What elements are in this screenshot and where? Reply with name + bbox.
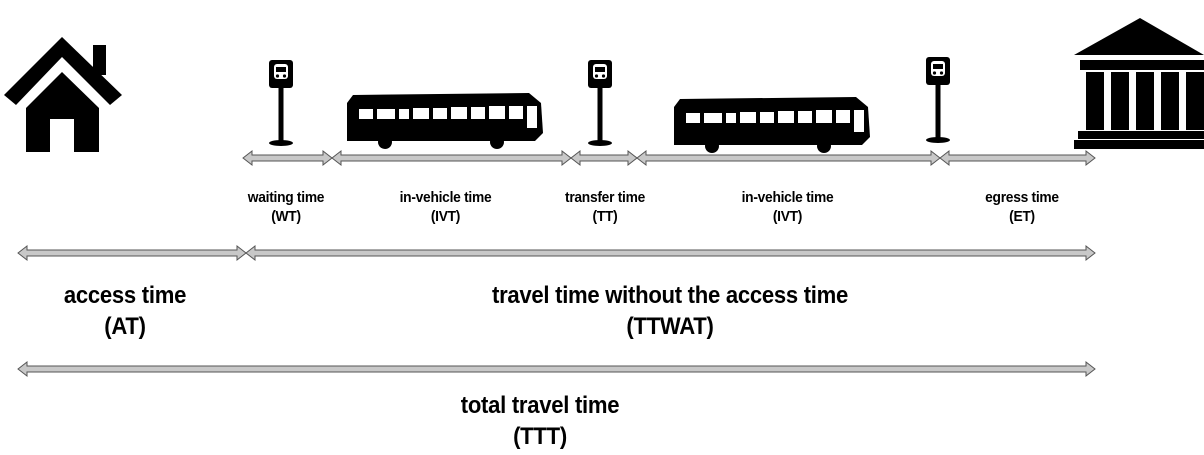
bus-icon [674,97,870,153]
in-vehicle-time-label-1: in-vehicle time (IVT) [379,188,512,226]
segment-label: egress time [985,189,1059,206]
transfer-time-label: transfer time (TT) [550,188,660,226]
total-travel-time-label: total travel time (TTT) [430,390,651,452]
ttwat-text: travel time without the access time [491,282,849,309]
bus-stop-icon [269,60,293,146]
in-vehicle-time-label-2: in-vehicle time (IVT) [721,188,854,226]
total-travel-time-arrow [17,360,1096,378]
bus-stop-icon [926,57,950,143]
egress-time-arrow [939,149,1096,167]
segment-abbr: (WT) [271,208,301,225]
segment-abbr: (TT) [592,208,618,225]
segment-abbr: (IVT) [430,208,461,225]
transfer-time-arrow [570,149,638,167]
ttwat-arrow [245,244,1096,262]
in-vehicle-time-arrow-1 [331,149,572,167]
segment-label: waiting time [247,189,325,206]
house-icon [4,37,122,152]
segment-label: transfer time [564,189,646,206]
segment-abbr: (IVT) [772,208,803,225]
egress-time-label: egress time (ET) [967,188,1077,226]
segment-label: in-vehicle time [741,189,834,206]
bus-icon [347,93,543,149]
in-vehicle-time-arrow-2 [636,149,941,167]
segment-abbr: (ET) [1009,208,1035,225]
access-time-abbr: (AT) [104,313,146,340]
access-time-label: access time (AT) [38,280,213,342]
bus-stop-icon [588,60,612,146]
access-time-text: access time [63,282,187,309]
access-time-arrow [17,244,247,262]
segment-label: in-vehicle time [399,189,492,206]
building-icon [1074,18,1204,149]
ttwat-abbr: (TTWAT) [626,313,714,340]
waiting-time-arrow [242,149,333,167]
total-travel-time-abbr: (TTT) [513,423,567,450]
total-travel-time-text: total travel time [460,392,620,419]
ttwat-label: travel time without the access time (TTW… [431,280,909,342]
waiting-time-label: waiting time (WT) [231,188,341,226]
